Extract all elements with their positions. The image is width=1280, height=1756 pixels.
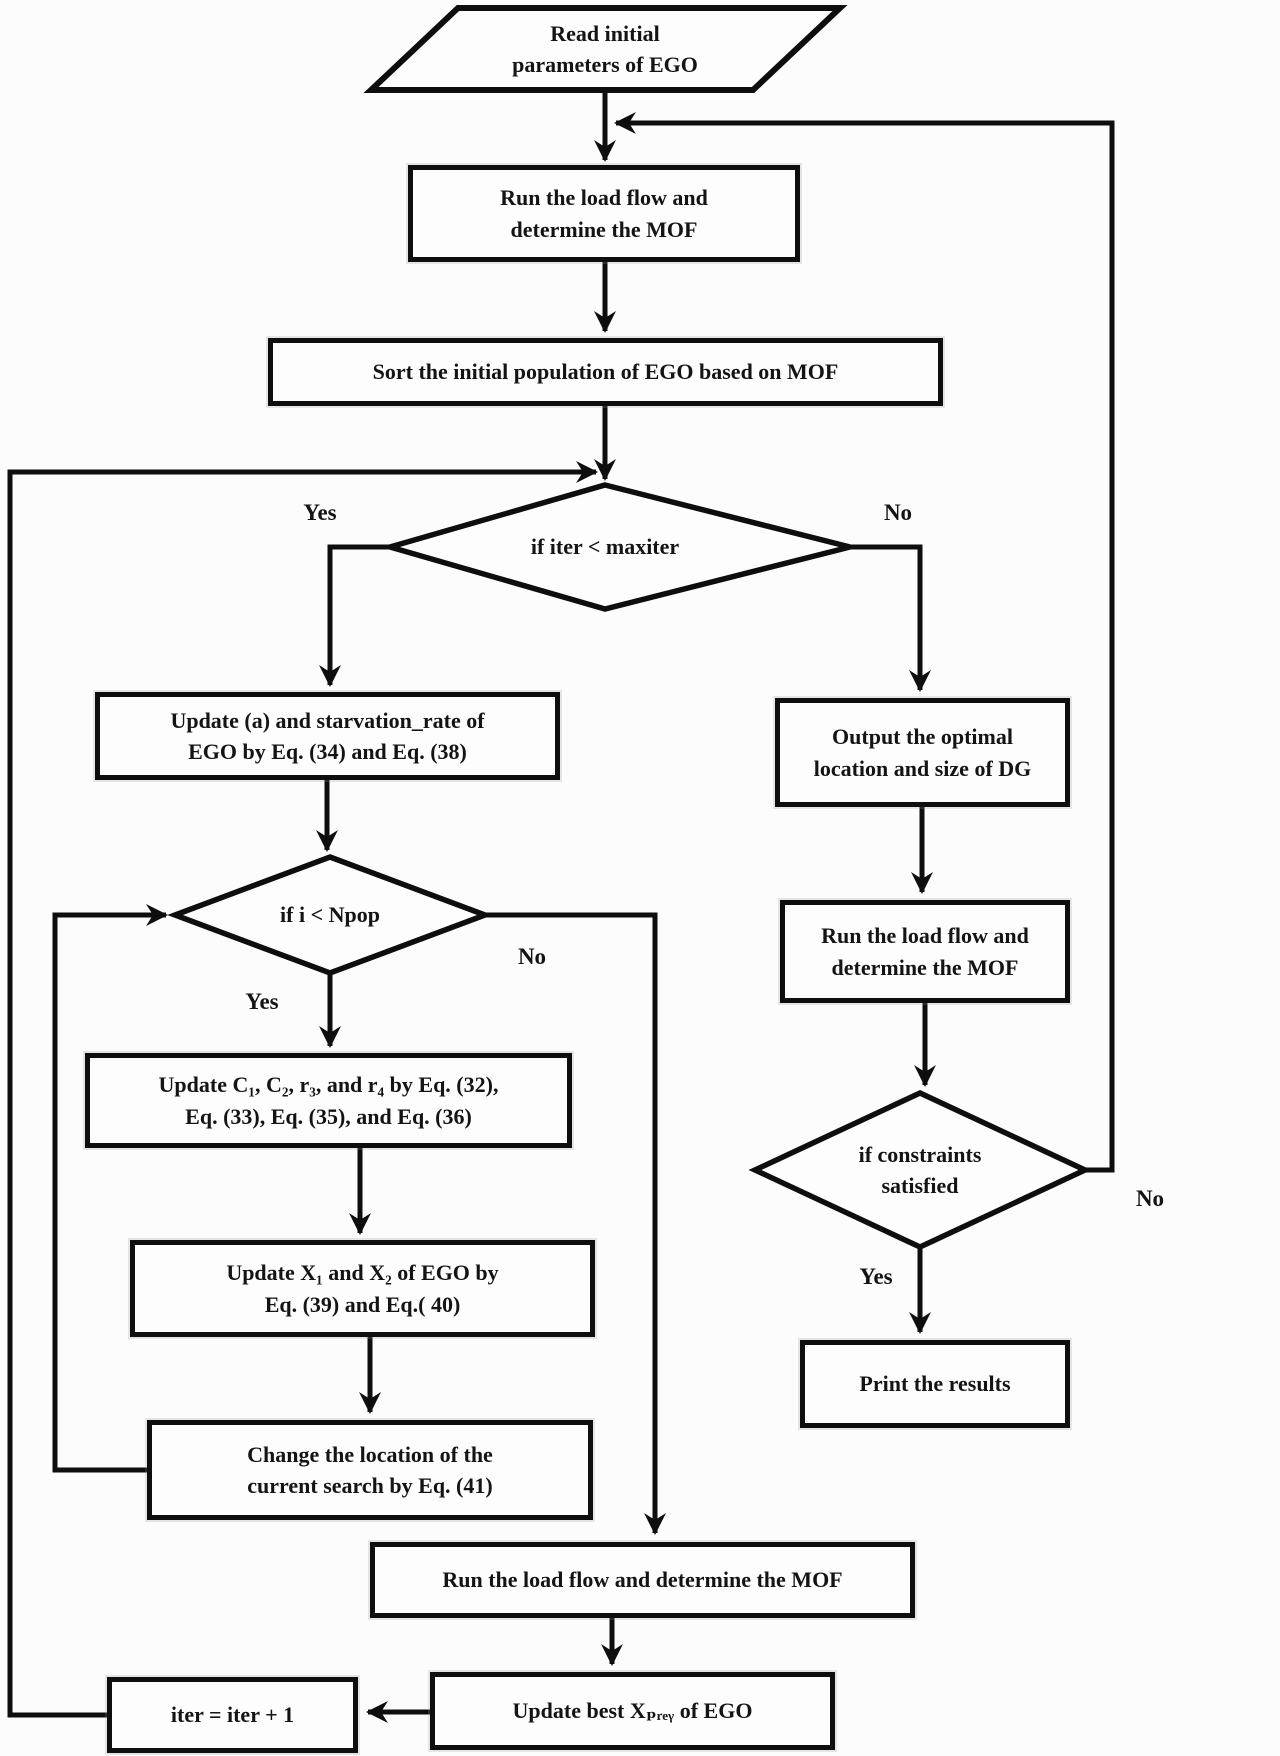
decision-iter-shape <box>380 482 851 612</box>
connector-npop-no-to-run3 <box>485 912 666 1535</box>
connector-iter-loop-return <box>7 461 598 1718</box>
branch-label-iter-yes: Yes <box>303 500 337 525</box>
decision-iter-check-label: if iter < maxiter <box>530 534 680 560</box>
process-output-optimal-dg: Output the optimal location and size of … <box>775 698 1070 807</box>
process-run-load-flow-2: Run the load flow and determine the MOF <box>780 900 1070 1003</box>
branch-label-iter-no: No <box>883 500 913 525</box>
branch-label-constraints-yes: Yes <box>859 1264 893 1289</box>
connector-change-loop-to-npop <box>52 904 168 1473</box>
process-update-best-prey: Update best Xₚᵣₑᵧ of EGO <box>430 1672 835 1750</box>
branch-label-npop-no: No <box>517 944 547 969</box>
process-change-location: Change the location of the current searc… <box>147 1420 593 1520</box>
branch-label-constraints-no: No <box>1135 1186 1165 1211</box>
process-update-c-r: Update C₁, C₂, r₃, and r₄ by Eq. (32), E… <box>85 1053 572 1148</box>
connector-iter-no <box>850 544 931 692</box>
process-run-load-flow-1: Run the load flow and determine the MOF <box>408 165 800 262</box>
start-parallelogram-shape <box>363 4 848 93</box>
connector-iter-yes <box>319 544 390 687</box>
process-update-a-starvation: Update (a) and starvation_rate of EGO by… <box>95 692 560 780</box>
branch-label-npop-yes: Yes <box>245 989 279 1014</box>
decision-constraints-check-label: if constraints satisfied <box>858 1141 982 1198</box>
start-node-read-params: Read initial parameters of EGO <box>512 20 698 77</box>
process-run-load-flow-3: Run the load flow and determine the MOF <box>370 1542 915 1618</box>
connector-constraints-no-feedback <box>614 112 1115 1173</box>
process-iter-increment: iter = iter + 1 <box>107 1677 358 1753</box>
process-print-results: Print the results <box>800 1340 1070 1428</box>
decision-npop-check-label: if i < Npop <box>280 902 380 928</box>
process-update-x1-x2: Update X₁ and X₂ of EGO by Eq. (39) and … <box>130 1240 595 1337</box>
process-sort-population: Sort the initial population of EGO based… <box>268 338 943 406</box>
